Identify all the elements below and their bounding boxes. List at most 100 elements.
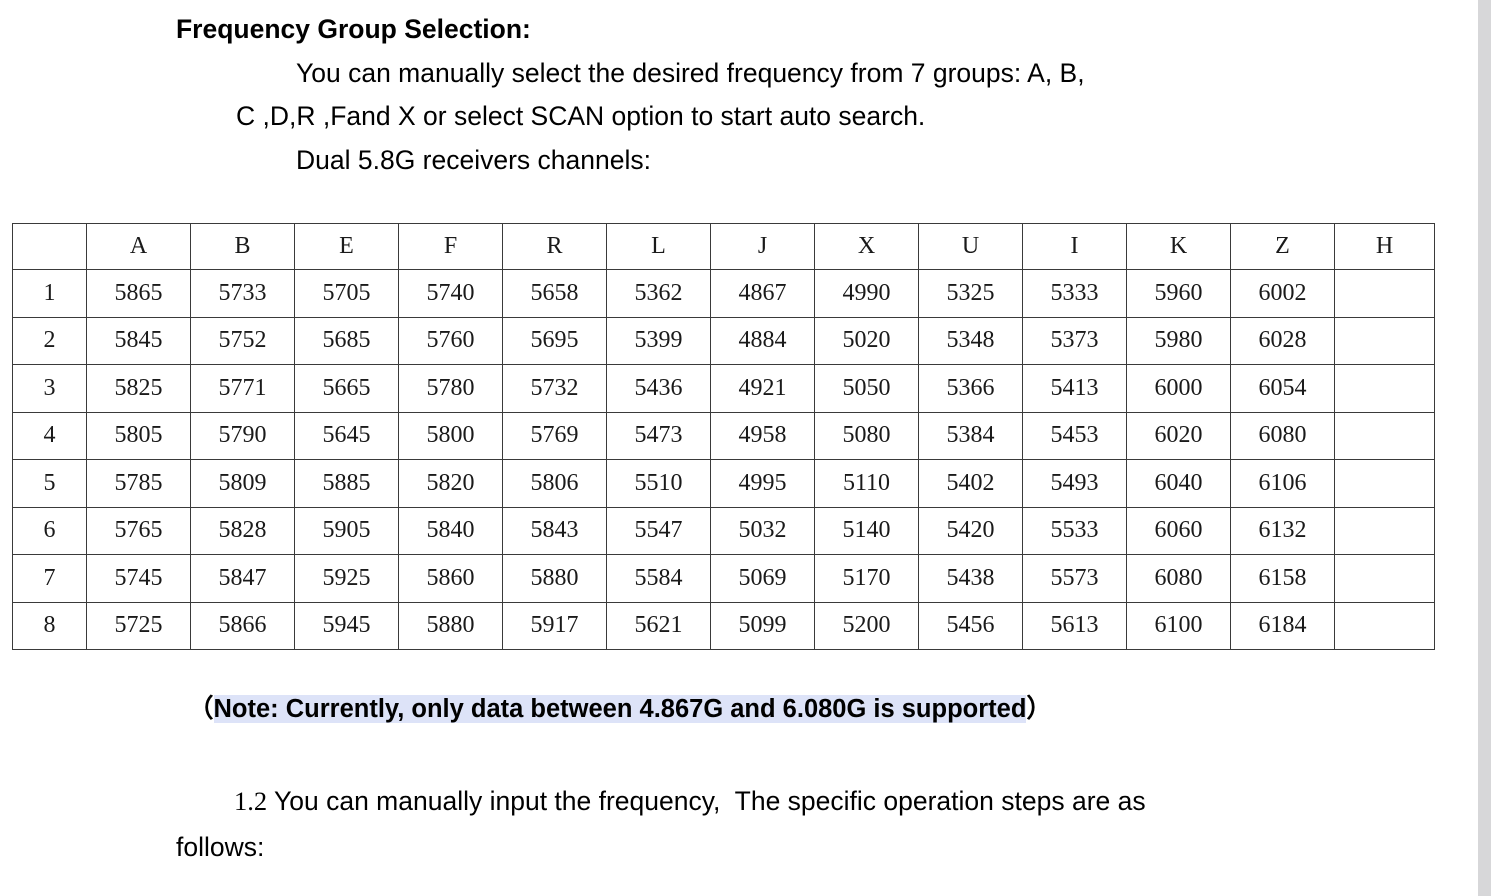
cell-r: 5732 — [502, 364, 607, 413]
cell-k: 5980 — [1126, 316, 1231, 365]
cell-x: 5200 — [814, 601, 919, 650]
table-row: 6 5765 5828 5905 5840 5843 5547 5032 514… — [12, 506, 1435, 555]
cell-j: 4921 — [710, 364, 815, 413]
cell-r: 5917 — [502, 601, 607, 650]
cell-e: 5945 — [294, 601, 399, 650]
column-header-j: J — [710, 223, 815, 270]
cell-z: 6002 — [1230, 269, 1335, 318]
cell-k: 6020 — [1126, 411, 1231, 460]
cell-h — [1334, 554, 1435, 603]
cell-b: 5809 — [190, 459, 295, 508]
cell-f: 5740 — [398, 269, 503, 318]
cell-b: 5733 — [190, 269, 295, 318]
table-header-row: A B E F R L J X U I K Z H — [12, 223, 1435, 270]
cell-j: 5069 — [710, 554, 815, 603]
cell-h — [1334, 269, 1435, 318]
cell-l: 5399 — [606, 316, 711, 365]
cell-a: 5765 — [86, 506, 191, 555]
cell-f: 5760 — [398, 316, 503, 365]
cell-a: 5725 — [86, 601, 191, 650]
cell-a: 5745 — [86, 554, 191, 603]
cell-h — [1334, 316, 1435, 365]
table-row: 7 5745 5847 5925 5860 5880 5584 5069 517… — [12, 554, 1435, 603]
cell-u: 5402 — [918, 459, 1023, 508]
cell-r: 5880 — [502, 554, 607, 603]
column-header-e: E — [294, 223, 399, 270]
trailing-paragraph: 1.2 You can manually input the frequency… — [0, 778, 1478, 870]
row-index: 4 — [12, 411, 87, 460]
cell-z: 6054 — [1230, 364, 1335, 413]
cell-k: 6040 — [1126, 459, 1231, 508]
column-header-z: Z — [1230, 223, 1335, 270]
cell-z: 6184 — [1230, 601, 1335, 650]
cell-i: 5413 — [1022, 364, 1127, 413]
column-header-l: L — [606, 223, 711, 270]
column-header-i: I — [1022, 223, 1127, 270]
cell-r: 5695 — [502, 316, 607, 365]
cell-l: 5473 — [606, 411, 711, 460]
cell-f: 5840 — [398, 506, 503, 555]
cell-z: 6106 — [1230, 459, 1335, 508]
cell-l: 5362 — [606, 269, 711, 318]
cell-h — [1334, 364, 1435, 413]
cell-i: 5533 — [1022, 506, 1127, 555]
cell-a: 5865 — [86, 269, 191, 318]
column-header-u: U — [918, 223, 1023, 270]
cell-u: 5366 — [918, 364, 1023, 413]
table-row: 1 5865 5733 5705 5740 5658 5362 4867 499… — [12, 269, 1435, 318]
cell-h — [1334, 506, 1435, 555]
cell-b: 5771 — [190, 364, 295, 413]
cell-b: 5847 — [190, 554, 295, 603]
cell-j: 4884 — [710, 316, 815, 365]
row-index: 8 — [12, 601, 87, 650]
cell-a: 5805 — [86, 411, 191, 460]
cell-i: 5573 — [1022, 554, 1127, 603]
cell-e: 5705 — [294, 269, 399, 318]
cell-k: 5960 — [1126, 269, 1231, 318]
column-header-x: X — [814, 223, 919, 270]
cell-i: 5333 — [1022, 269, 1127, 318]
cell-r: 5658 — [502, 269, 607, 318]
intro-line-2: C ,D,R ,Fand X or select SCAN option to … — [236, 101, 926, 131]
frequency-table-container: A B E F R L J X U I K Z H 1 — [12, 223, 1435, 650]
cell-e: 5645 — [294, 411, 399, 460]
cell-z: 6080 — [1230, 411, 1335, 460]
cell-r: 5769 — [502, 411, 607, 460]
cell-b: 5828 — [190, 506, 295, 555]
column-header-index — [12, 223, 87, 270]
row-index: 3 — [12, 364, 87, 413]
row-index: 6 — [12, 506, 87, 555]
cell-h — [1334, 411, 1435, 460]
cell-j: 4867 — [710, 269, 815, 318]
cell-u: 5420 — [918, 506, 1023, 555]
page-title: Frequency Group Selection: — [176, 14, 531, 44]
cell-l: 5510 — [606, 459, 711, 508]
tail-line-2: follows: — [176, 832, 265, 862]
cell-j: 4995 — [710, 459, 815, 508]
note-highlighted-text: Note: Currently, only data between 4.867… — [213, 695, 1027, 723]
cell-u: 5438 — [918, 554, 1023, 603]
table-row: 8 5725 5866 5945 5880 5917 5621 5099 520… — [12, 601, 1435, 650]
cell-a: 5785 — [86, 459, 191, 508]
cell-h — [1334, 601, 1435, 650]
frequency-table: A B E F R L J X U I K Z H 1 — [12, 223, 1435, 650]
column-header-r: R — [502, 223, 607, 270]
cell-z: 6158 — [1230, 554, 1335, 603]
cell-x: 5140 — [814, 506, 919, 555]
note-paragraph: （Note: Currently, only data between 4.86… — [0, 690, 1491, 728]
cell-l: 5584 — [606, 554, 711, 603]
cell-e: 5665 — [294, 364, 399, 413]
cell-f: 5780 — [398, 364, 503, 413]
section-number: 1.2 — [234, 786, 268, 816]
cell-b: 5790 — [190, 411, 295, 460]
cell-e: 5685 — [294, 316, 399, 365]
cell-j: 5032 — [710, 506, 815, 555]
column-header-f: F — [398, 223, 503, 270]
intro-line-3: Dual 5.8G receivers channels: — [296, 144, 651, 175]
cell-l: 5621 — [606, 601, 711, 650]
cell-e: 5905 — [294, 506, 399, 555]
cell-u: 5456 — [918, 601, 1023, 650]
cell-f: 5800 — [398, 411, 503, 460]
table-row: 2 5845 5752 5685 5760 5695 5399 4884 502… — [12, 316, 1435, 365]
